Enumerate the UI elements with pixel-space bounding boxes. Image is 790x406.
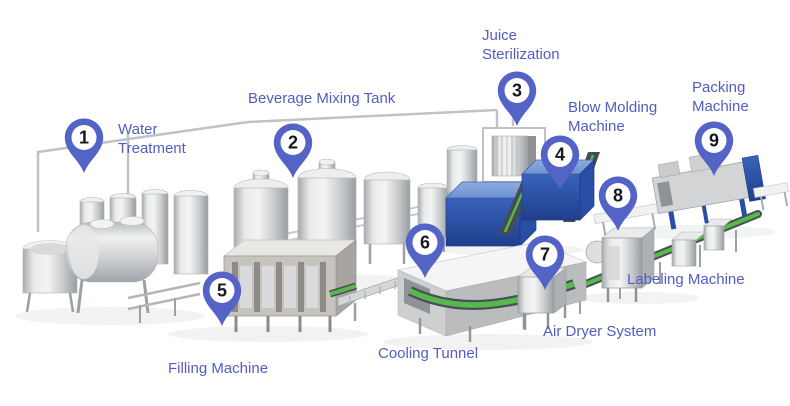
station-label-blow-molding-machine: Blow Molding Machine: [568, 98, 657, 136]
pin-number: 7: [540, 245, 550, 265]
outfeed-conveyor-line: [562, 210, 762, 314]
station-label-labeling-machine: Labeling Machine: [627, 270, 745, 289]
map-pin-icon: 6: [405, 223, 445, 278]
pin-number: 8: [613, 186, 623, 206]
station-pin-cooling-tunnel[interactable]: 6: [403, 221, 447, 281]
label-line: Filling Machine: [168, 360, 269, 377]
label-line: Treatment: [118, 140, 186, 157]
pin-number: 4: [555, 145, 565, 165]
map-pin-icon: 7: [525, 235, 565, 290]
station-label-packing-machine: Packing Machine: [692, 78, 749, 116]
label-line: Air Dryer System: [543, 323, 657, 340]
pin-number: 5: [217, 281, 227, 301]
label-line: Machine: [692, 98, 749, 115]
station-label-juice-sterilization: Juice Sterilization: [482, 26, 560, 64]
label-line: Beverage Mixing Tank: [248, 90, 396, 107]
map-pin-icon: 5: [202, 271, 242, 326]
station-pin-juice-sterilization[interactable]: 3: [495, 69, 539, 129]
map-pin-icon: 1: [64, 118, 104, 173]
pin-number: 2: [288, 133, 298, 153]
station-pin-blow-molding-machine[interactable]: 4: [538, 133, 582, 193]
pin-number: 3: [512, 81, 522, 101]
label-line: Machine: [568, 118, 625, 135]
label-line: Juice: [482, 27, 518, 44]
labeling-machine-group: [585, 227, 655, 302]
map-pin-icon: 8: [598, 176, 638, 231]
station-pin-water-treatment[interactable]: 1: [62, 116, 106, 176]
packing-machine-group: [593, 151, 790, 239]
water-treatment-equipment: [22, 189, 209, 314]
map-pin-icon: 4: [540, 135, 580, 190]
pin-number: 1: [79, 128, 89, 148]
station-label-air-dryer-system: Air Dryer System: [543, 322, 656, 341]
station-pin-beverage-mixing-tank[interactable]: 2: [271, 121, 315, 181]
label-line: Water: [118, 121, 158, 138]
map-pin-icon: 9: [694, 121, 734, 176]
station-pin-packing-machine[interactable]: 9: [692, 119, 736, 179]
station-label-filling-machine: Filling Machine: [168, 359, 268, 378]
station-pin-filling-machine[interactable]: 5: [200, 269, 244, 329]
station-label-water-treatment: Water Treatment: [118, 120, 186, 158]
station-label-beverage-mixing-tank: Beverage Mixing Tank: [248, 89, 395, 108]
map-pin-icon: 3: [497, 71, 537, 126]
station-label-cooling-tunnel: Cooling Tunnel: [378, 344, 478, 363]
label-line: Cooling Tunnel: [378, 345, 479, 362]
label-line: Packing: [692, 79, 746, 96]
pin-number: 9: [709, 131, 719, 151]
label-line: Blow Molding: [568, 99, 658, 116]
blow-molding-machine-group: [445, 152, 600, 247]
pin-number: 6: [420, 233, 430, 253]
station-pin-air-dryer-system[interactable]: 7: [523, 233, 567, 293]
label-line: Labeling Machine: [627, 271, 745, 288]
label-line: Sterilization: [482, 46, 560, 63]
map-pin-icon: 2: [273, 123, 313, 178]
station-pin-labeling-machine[interactable]: 8: [596, 174, 640, 234]
